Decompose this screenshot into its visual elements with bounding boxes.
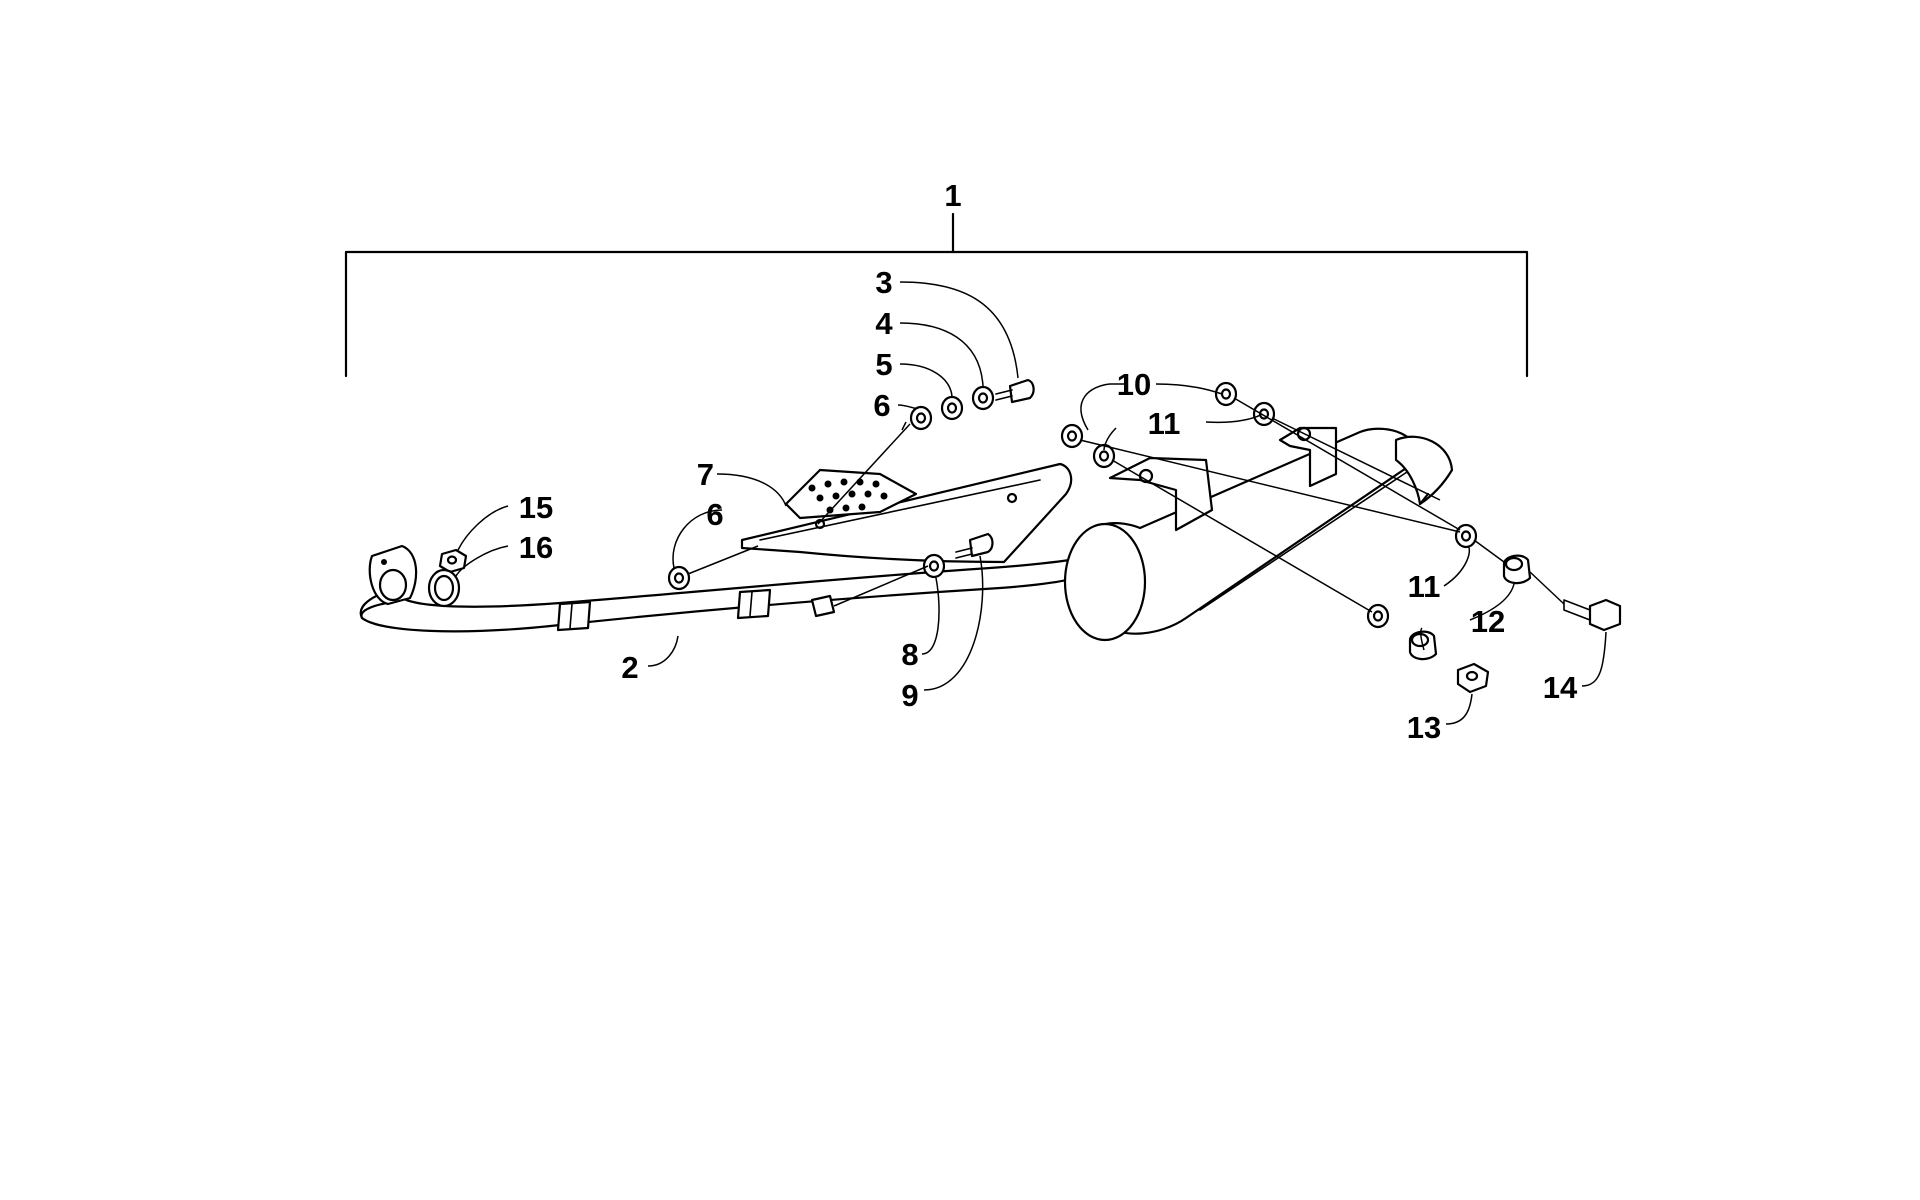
callout-2: 2 <box>621 650 638 685</box>
callout-13: 13 <box>1407 710 1441 745</box>
callout-10: 10 <box>1117 367 1151 402</box>
callout-1: 1 <box>944 178 961 213</box>
muffler <box>1063 426 1454 642</box>
header-pipe <box>359 544 1092 633</box>
callout-11-lower: 11 <box>1408 569 1441 604</box>
callout-12: 12 <box>1471 604 1505 639</box>
callout-leaders <box>455 281 1607 725</box>
callout-6-lower: 6 <box>706 497 723 532</box>
heat-shield <box>740 462 1073 564</box>
callout-8: 8 <box>901 637 918 672</box>
assembly-bracket <box>344 212 1529 378</box>
callout-6-top: 6 <box>873 388 890 423</box>
callout-4: 4 <box>875 306 893 341</box>
callout-14: 14 <box>1543 670 1578 705</box>
callout-7: 7 <box>697 457 714 492</box>
callout-15: 15 <box>519 490 553 525</box>
callout-16: 16 <box>519 530 553 565</box>
callout-5: 5 <box>875 347 892 382</box>
callout-9: 9 <box>901 678 918 713</box>
callout-3: 3 <box>875 265 892 300</box>
callout-labels: 1 2 3 4 5 6 7 6 8 9 10 11 11 12 13 14 15… <box>519 178 1578 745</box>
alignment-lines <box>443 397 1565 613</box>
callout-11-top: 11 <box>1148 406 1181 441</box>
